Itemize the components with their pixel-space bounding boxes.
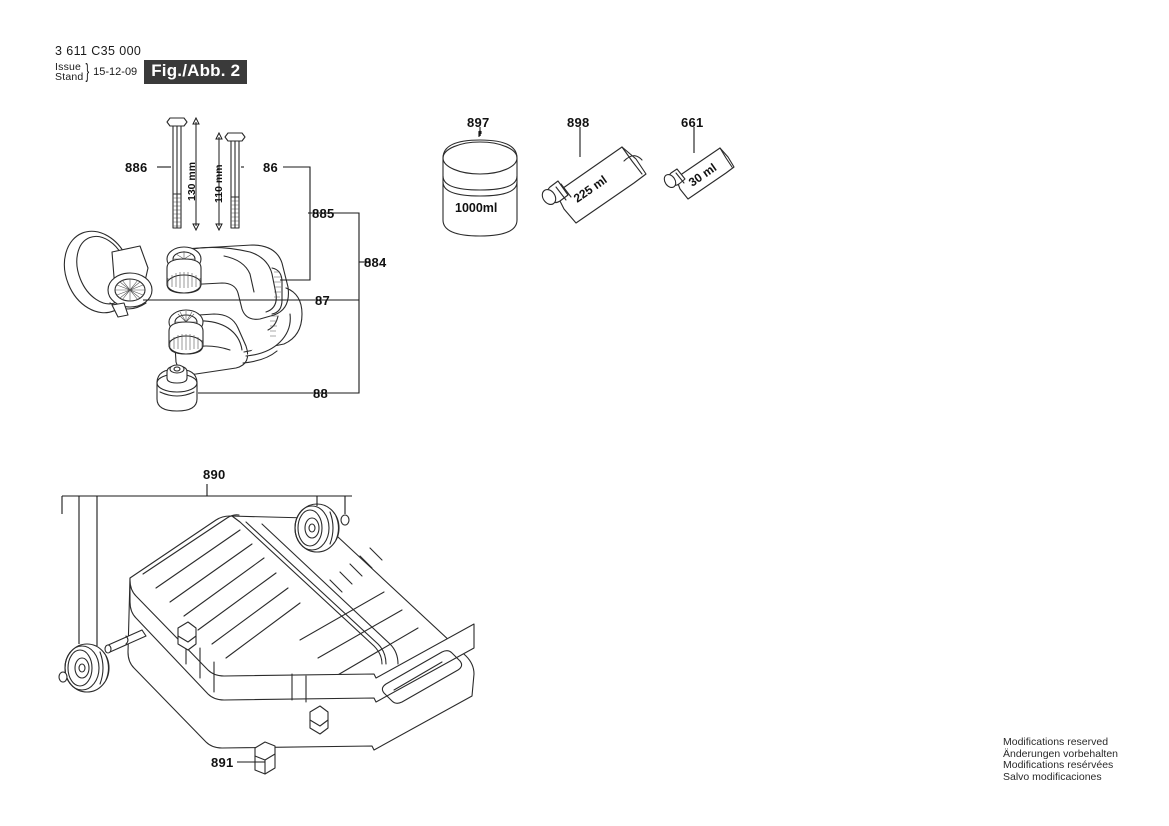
callout-88: 88: [313, 386, 329, 401]
footer-line-fr: Modifications resérvées: [1003, 759, 1114, 772]
leader-lines-case: [61, 484, 352, 763]
callout-886: 886: [125, 160, 148, 175]
sheet-header: 3 611 C35 000 Issue Stand } 15-12-09 Fig…: [55, 44, 248, 84]
tool-case-art: [104, 514, 475, 751]
callout-891: 891: [211, 755, 234, 770]
tube-small-volume-label: 30 ml: [686, 160, 720, 190]
dimension-110mm: 110 mm: [213, 164, 225, 203]
callout-884: 884: [364, 255, 387, 270]
clamp-body-lower-art: [168, 287, 303, 375]
cap-88-art: [156, 364, 198, 412]
figure-badge: Fig./Abb. 2: [144, 60, 248, 84]
callout-86: 86: [263, 160, 279, 175]
stand-label: Stand: [55, 71, 84, 83]
footer-line-de: Änderungen vorbehalten: [1003, 747, 1119, 760]
jar-897-art: [442, 139, 518, 237]
issue-date: 15-12-09: [93, 66, 138, 78]
part-number: 3 611 C35 000: [55, 44, 142, 58]
dimension-130mm: 130 mm: [186, 161, 198, 201]
issue-stand-labels: Issue Stand: [55, 60, 84, 83]
clamp-body-upper-art: [166, 244, 289, 320]
callout-661: 661: [681, 115, 704, 130]
wheel-left-art: [58, 643, 110, 693]
latch-891-art: [254, 741, 276, 775]
leader-lines-upper: [143, 166, 371, 394]
callout-898: 898: [567, 115, 590, 130]
collar-ring-art: [63, 230, 153, 318]
footer-line-en: Modifications reserved: [1003, 736, 1109, 748]
brace-glyph: }: [85, 61, 90, 83]
leader-lines-vessels: [478, 127, 695, 157]
issue-label: Issue: [55, 60, 82, 73]
callout-885: 885: [312, 206, 335, 221]
callout-897: 897: [467, 115, 490, 130]
footer-disclaimer: Modifications reserved Änderungen vorbeh…: [1003, 736, 1119, 783]
callout-890: 890: [203, 467, 226, 482]
jar-volume-label: 1000ml: [455, 201, 498, 215]
callout-87: 87: [315, 293, 331, 308]
footer-line-es: Salvo modificaciones: [1003, 770, 1102, 783]
wheel-right-art: [294, 503, 350, 553]
tube-large-volume-label: 225 ml: [571, 172, 610, 206]
